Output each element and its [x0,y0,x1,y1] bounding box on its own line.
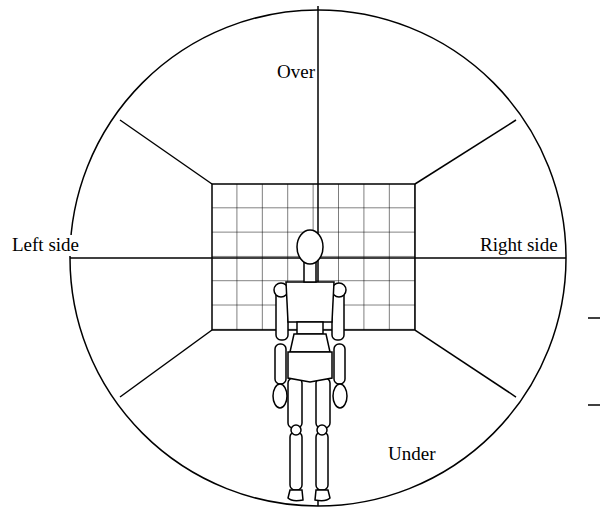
mannequin-figure [273,230,347,501]
grid-wall [212,184,415,330]
direction-label: Right side [478,235,560,256]
direction-label: Over [275,62,317,83]
direction-label: Under [386,444,437,465]
direction-label: Left side [10,235,81,256]
